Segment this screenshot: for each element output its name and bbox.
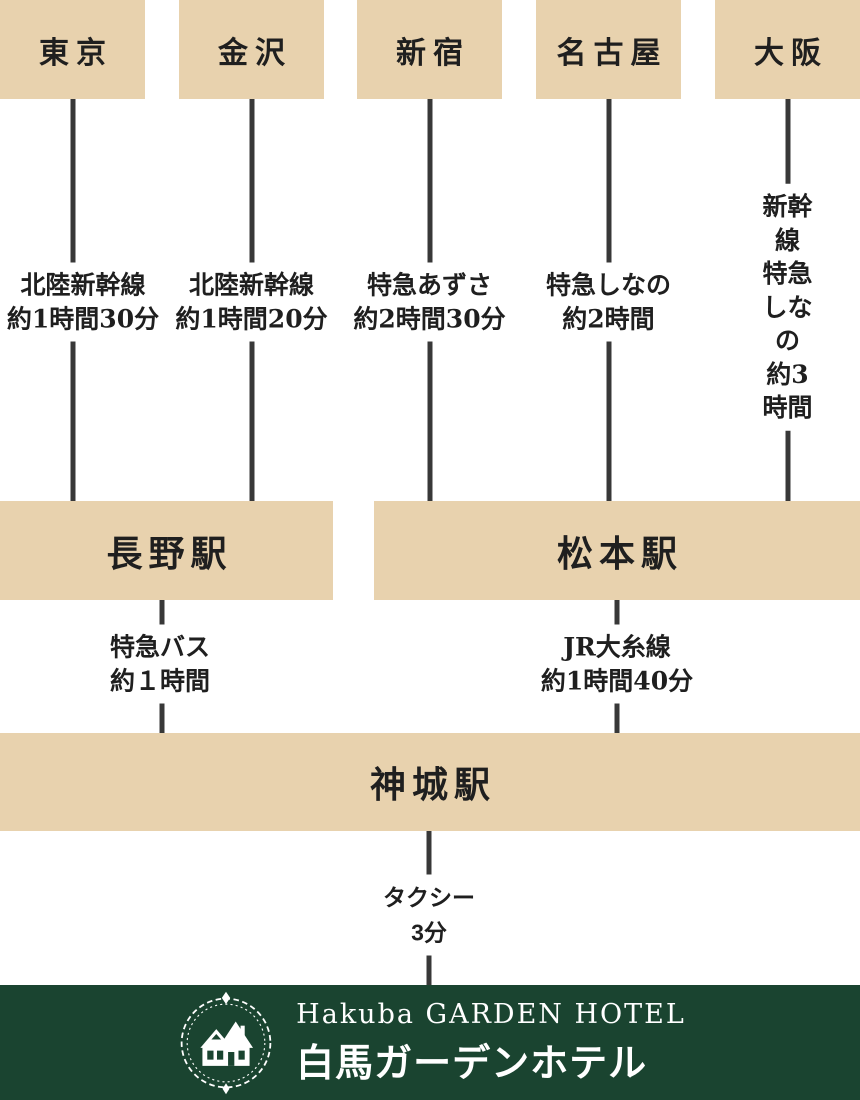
hub-box-matsumoto-station: 松本駅 xyxy=(374,501,860,600)
final-box-kamishiro-station: 神城駅 xyxy=(0,733,860,831)
origin-box-nagoya: 名古屋 xyxy=(536,0,681,99)
route-label-osaka: 新幹線 特急しなの 約3時間 xyxy=(751,183,824,431)
origin-box-shinjuku: 新宿 xyxy=(357,0,502,99)
route-label-nagoya: 特急しなの 約2時間 xyxy=(539,262,678,342)
hub-box-nagano-station: 長野駅 xyxy=(0,501,333,600)
hotel-name-block: Hakuba GARDEN HOTEL 白馬ガーデンホテル xyxy=(296,999,686,1087)
hotel-name-english: Hakuba GARDEN HOTEL xyxy=(296,998,686,1030)
hotel-logo-wreath-icon xyxy=(180,991,272,1094)
route-label-tokyo: 北陸新幹線 約1時間30分 xyxy=(0,262,166,342)
hotel-name-japanese: 白馬ガーデンホテル xyxy=(296,1042,648,1085)
route-label-kanazawa: 北陸新幹線 約1時間20分 xyxy=(169,262,334,342)
origin-box-osaka: 大阪 xyxy=(715,0,860,99)
origin-box-tokyo: 東京 xyxy=(0,0,145,99)
hotel-footer-banner: Hakuba GARDEN HOTEL 白馬ガーデンホテル xyxy=(0,985,860,1100)
route-label-jr-oito-line: JR大糸線 約1時間40分 xyxy=(534,624,700,704)
route-label-shinjuku: 特急あずさ 約2時間30分 xyxy=(347,262,512,342)
route-label-express-bus: 特急バス 約１時間 xyxy=(103,624,217,704)
origin-box-kanazawa: 金沢 xyxy=(179,0,324,99)
route-label-taxi: タクシー 3分 xyxy=(377,874,481,956)
